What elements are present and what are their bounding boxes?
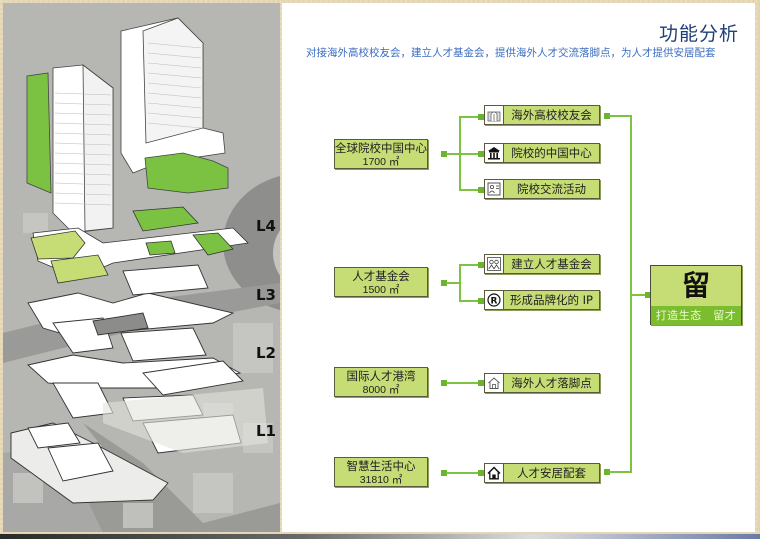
source-area: 1700 ㎡	[362, 156, 400, 168]
connector-line	[459, 189, 481, 191]
result-character: 留	[681, 269, 710, 302]
page-subtitle: 对接海外高校校友会，建立人才基金会，提供海外人才交流落脚点，为人才提供安居配套	[306, 47, 716, 59]
connector-node	[604, 113, 610, 119]
source-area: 8000 ㎡	[362, 384, 400, 396]
connector-line	[459, 153, 481, 155]
function-label: 形成品牌化的 IP	[510, 293, 593, 307]
function-label: 海外人才落脚点	[511, 376, 592, 390]
result-box-retain: 留 打造生态 留才	[650, 265, 742, 325]
page-title: 功能分析	[658, 23, 739, 45]
connector-node	[478, 262, 484, 268]
connector-node	[478, 187, 484, 193]
connector-node	[441, 470, 447, 476]
connector-line	[459, 264, 461, 302]
connector-line	[459, 116, 481, 118]
function-label: 海外高校校友会	[511, 108, 592, 122]
building-drawing	[3, 3, 280, 532]
level-label-l3: L3	[256, 286, 276, 304]
function-item-brand-ip: R 形成品牌化的 IP	[484, 290, 600, 310]
slide-frame: L4 L3 L2 L1 功能分析 对接海外高校校友会，建立人才基金会，提供海外人…	[3, 3, 755, 532]
level-label-l1: L1	[256, 422, 276, 440]
function-label: 院校交流活动	[517, 182, 586, 196]
connector-node	[478, 114, 484, 120]
connector-node	[604, 469, 610, 475]
axonometric-illustration: L4 L3 L2 L1	[3, 3, 280, 532]
function-label: 建立人才基金会	[511, 257, 592, 271]
connector-node	[478, 380, 484, 386]
registered-trademark-icon: R	[485, 291, 504, 309]
source-name: 智慧生活中心	[346, 459, 416, 473]
connector-line	[609, 471, 631, 473]
connector-line	[446, 282, 460, 284]
connector-node	[441, 280, 447, 286]
source-box-talent-fund: 人才基金会 1500 ㎡	[334, 267, 428, 297]
function-item-exchange-activities: 院校交流活动	[484, 179, 600, 199]
source-box-smart-living-center: 智慧生活中心 31810 ㎡	[334, 457, 428, 487]
connector-node	[478, 151, 484, 157]
connector-line	[630, 294, 648, 296]
home-outline-icon	[485, 374, 504, 392]
connector-node	[441, 380, 447, 386]
function-item-establish-fund: 建立人才基金会	[484, 254, 600, 274]
source-area: 31810 ㎡	[359, 474, 403, 486]
connector-line	[446, 153, 460, 155]
bottom-decorative-strip	[0, 534, 760, 539]
connector-line	[459, 264, 481, 266]
source-box-talent-harbor: 国际人才港湾 8000 ㎡	[334, 367, 428, 397]
function-item-talent-housing: 人才安居配套	[484, 463, 600, 483]
source-name: 国际人才港湾	[346, 369, 416, 383]
source-area: 1500 ㎡	[362, 284, 400, 296]
people-icon	[485, 255, 504, 273]
connector-line	[609, 115, 631, 117]
connector-node	[478, 298, 484, 304]
connector-line	[446, 382, 481, 384]
function-item-overseas-landing: 海外人才落脚点	[484, 373, 600, 393]
institution-icon	[485, 144, 504, 162]
level-label-l4: L4	[256, 217, 276, 235]
function-label: 院校的中国中心	[511, 146, 592, 160]
function-item-alumni-association: 海外高校校友会	[484, 105, 600, 125]
home-icon	[485, 464, 504, 482]
connector-line	[459, 300, 481, 302]
university-building-icon	[485, 106, 504, 124]
source-name: 全球院校中国中心	[335, 141, 427, 155]
connector-node	[645, 292, 651, 298]
level-label-l2: L2	[256, 344, 276, 362]
connector-line	[446, 472, 481, 474]
source-box-global-campus-center: 全球院校中国中心 1700 ㎡	[334, 139, 428, 169]
exchange-activity-icon	[485, 180, 504, 198]
function-analysis-panel: 功能分析 对接海外高校校友会，建立人才基金会，提供海外人才交流落脚点，为人才提供…	[282, 3, 755, 532]
result-tagline: 打造生态 留才	[651, 306, 741, 325]
svg-text:R: R	[491, 297, 498, 307]
connector-node	[478, 470, 484, 476]
function-item-china-center: 院校的中国中心	[484, 143, 600, 163]
function-label: 人才安居配套	[517, 466, 586, 480]
connector-node	[441, 151, 447, 157]
source-name: 人才基金会	[352, 269, 410, 283]
